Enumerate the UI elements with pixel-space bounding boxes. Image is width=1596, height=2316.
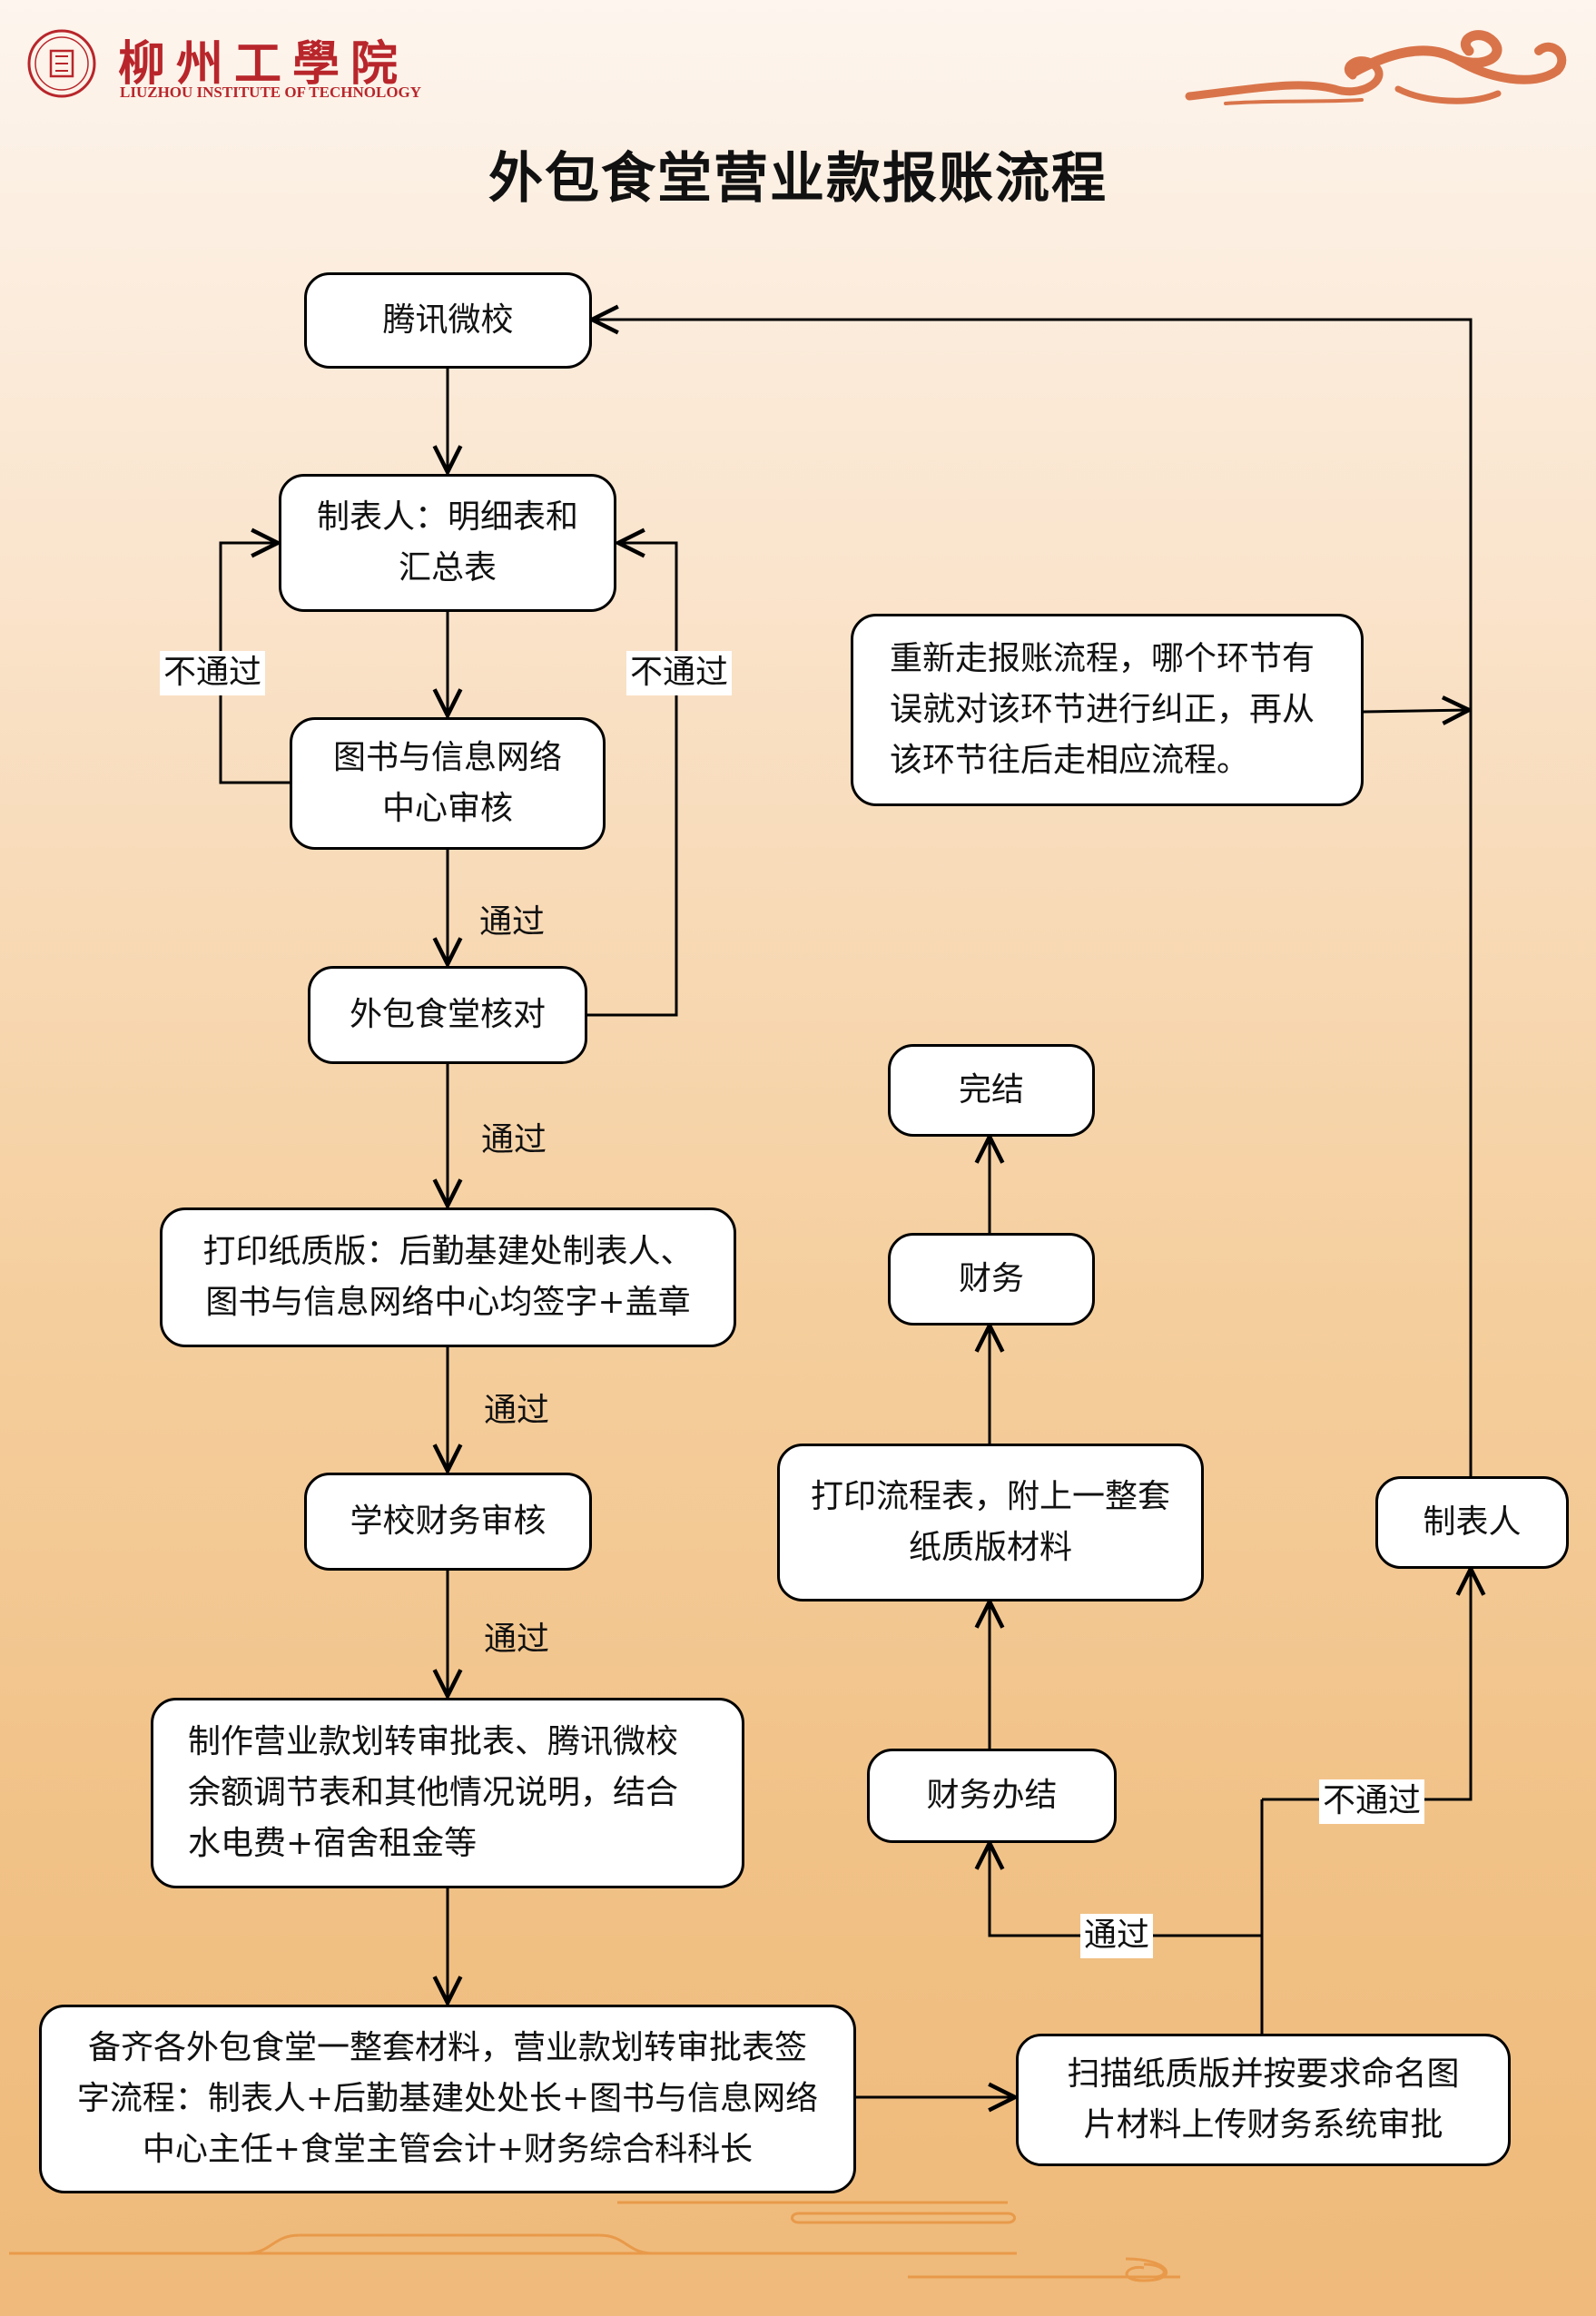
node-prepare-all: 备齐各外包食堂一整套材料，营业款划转审批表签 字流程：制表人+后勤基建处处长+图… xyxy=(39,2005,856,2193)
node-finance: 财务 xyxy=(888,1233,1095,1326)
node-finance-review: 学校财务审核 xyxy=(304,1473,592,1571)
node-print-paper: 打印纸质版：后勤基建处制表人、 图书与信息网络中心均签字+盖章 xyxy=(160,1207,736,1347)
label-pass-2: 通过 xyxy=(481,1121,547,1158)
node-make-forms: 制作营业款划转审批表、腾讯微校 余额调节表和其他情况说明，结合 水电费+宿舍租金… xyxy=(151,1698,744,1888)
label-pass-3: 通过 xyxy=(484,1392,550,1429)
node-library-review: 图书与信息网络 中心审核 xyxy=(290,717,606,850)
label-fail-right: 不通过 xyxy=(626,651,733,695)
node-canteen-check: 外包食堂核对 xyxy=(308,966,587,1064)
label-pass-finance: 通过 xyxy=(1080,1914,1154,1958)
node-finance-done: 财务办结 xyxy=(867,1749,1117,1843)
label-pass-1: 通过 xyxy=(479,903,546,941)
node-print-flow: 打印流程表，附上一整套 纸质版材料 xyxy=(777,1444,1204,1601)
label-fail-left: 不通过 xyxy=(160,651,266,695)
node-preparer-tables: 制表人：明细表和 汇总表 xyxy=(279,474,616,612)
label-pass-4: 通过 xyxy=(484,1621,550,1658)
node-scan-upload: 扫描纸质版并按要求命名图 片材料上传财务系统审批 xyxy=(1016,2034,1511,2166)
school-name-cn: 柳州工學院 xyxy=(118,36,409,92)
school-logo xyxy=(25,27,98,100)
node-tencent-campus: 腾讯微校 xyxy=(304,272,592,369)
bottom-cloud-decoration xyxy=(0,2197,1596,2288)
label-fail-scan: 不通过 xyxy=(1319,1779,1425,1824)
node-redo-note: 重新走报账流程，哪个环节有 误就对该环节进行纠正，再从 该环节往后走相应流程。 xyxy=(851,614,1364,806)
node-preparer: 制表人 xyxy=(1375,1476,1569,1569)
page-title: 外包食堂营业款报账流程 xyxy=(488,147,1108,211)
cloud-decoration xyxy=(1180,16,1571,116)
school-name-en: LIUZHOU INSTITUTE OF TECHNOLOGY xyxy=(120,84,422,101)
node-complete: 完结 xyxy=(888,1044,1095,1137)
